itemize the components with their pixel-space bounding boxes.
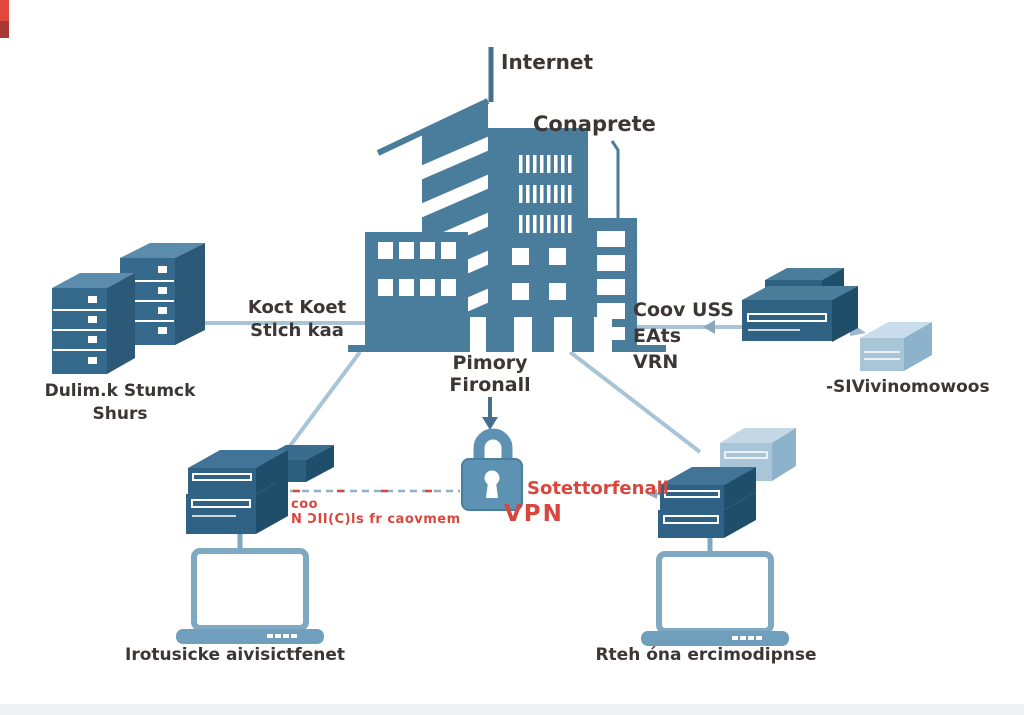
tunnel-left-line2: N ƆII(C)ls fr caovmem <box>291 512 461 527</box>
right-link-line3: VRN <box>633 351 679 373</box>
tunnel-left-label: coo N ƆII(C)ls fr caovmem <box>291 497 461 527</box>
padlock-icon <box>461 428 523 511</box>
down-arrow-icon <box>482 417 498 430</box>
connection-lines <box>200 47 743 560</box>
left-servers-line1: Dulim.k Stumck <box>44 381 196 401</box>
server-stack-icon <box>52 243 205 374</box>
left-workstation-label: Irotusicke aivisictfenet <box>125 645 345 665</box>
lan-server-icon <box>658 467 756 538</box>
lan-server-icon <box>186 445 334 534</box>
left-servers-line2: Shurs <box>92 404 148 424</box>
right-workstation-label: Rteh óna ercimodipnse <box>595 645 817 665</box>
internet-label: Internet <box>501 50 594 74</box>
window-bars <box>519 155 572 233</box>
vpn-label: VPN <box>504 501 564 527</box>
left-link-line1: Koct Koet <box>247 297 347 318</box>
corporate-label: Conaprete <box>533 112 656 136</box>
door-gaps <box>470 317 612 352</box>
left-link-line2: Stlch kaa <box>250 320 344 341</box>
left-arrow-icon <box>703 320 715 334</box>
laptop-icon <box>641 551 789 646</box>
right-link-label: Coov USS EAts VRN <box>633 297 734 375</box>
left-servers-label: Dulim.k Stumck Shurs <box>36 380 204 426</box>
router-stack-icon <box>742 268 858 342</box>
primary-firewall-label: Pimory Fironall <box>415 352 565 396</box>
firewall-line2: Fironall <box>449 374 531 396</box>
bottom-edge-band <box>0 704 1024 715</box>
tunnel-right-label: Sotettorfenali <box>527 478 669 499</box>
firewall-line1: Pimory <box>452 352 528 374</box>
left-diagonal-line <box>276 350 362 464</box>
firewall-arrow <box>482 397 498 430</box>
right-link-line1: Coov USS <box>633 299 734 321</box>
corporate-pointer-line <box>610 140 620 218</box>
right-diagonal-line <box>568 350 702 454</box>
laptop-icon <box>176 548 324 644</box>
corner-red-mark <box>0 0 9 38</box>
left-link-label: Koct Koet Stlch kaa <box>230 296 364 342</box>
right-link-line2: EAts <box>633 325 682 347</box>
tunnel-left-line1: coo <box>291 497 319 512</box>
right-appliance-label: -SIVivinomowoos <box>826 377 990 397</box>
network-appliance-icon <box>860 322 932 371</box>
corporate-building-icon <box>348 98 666 352</box>
